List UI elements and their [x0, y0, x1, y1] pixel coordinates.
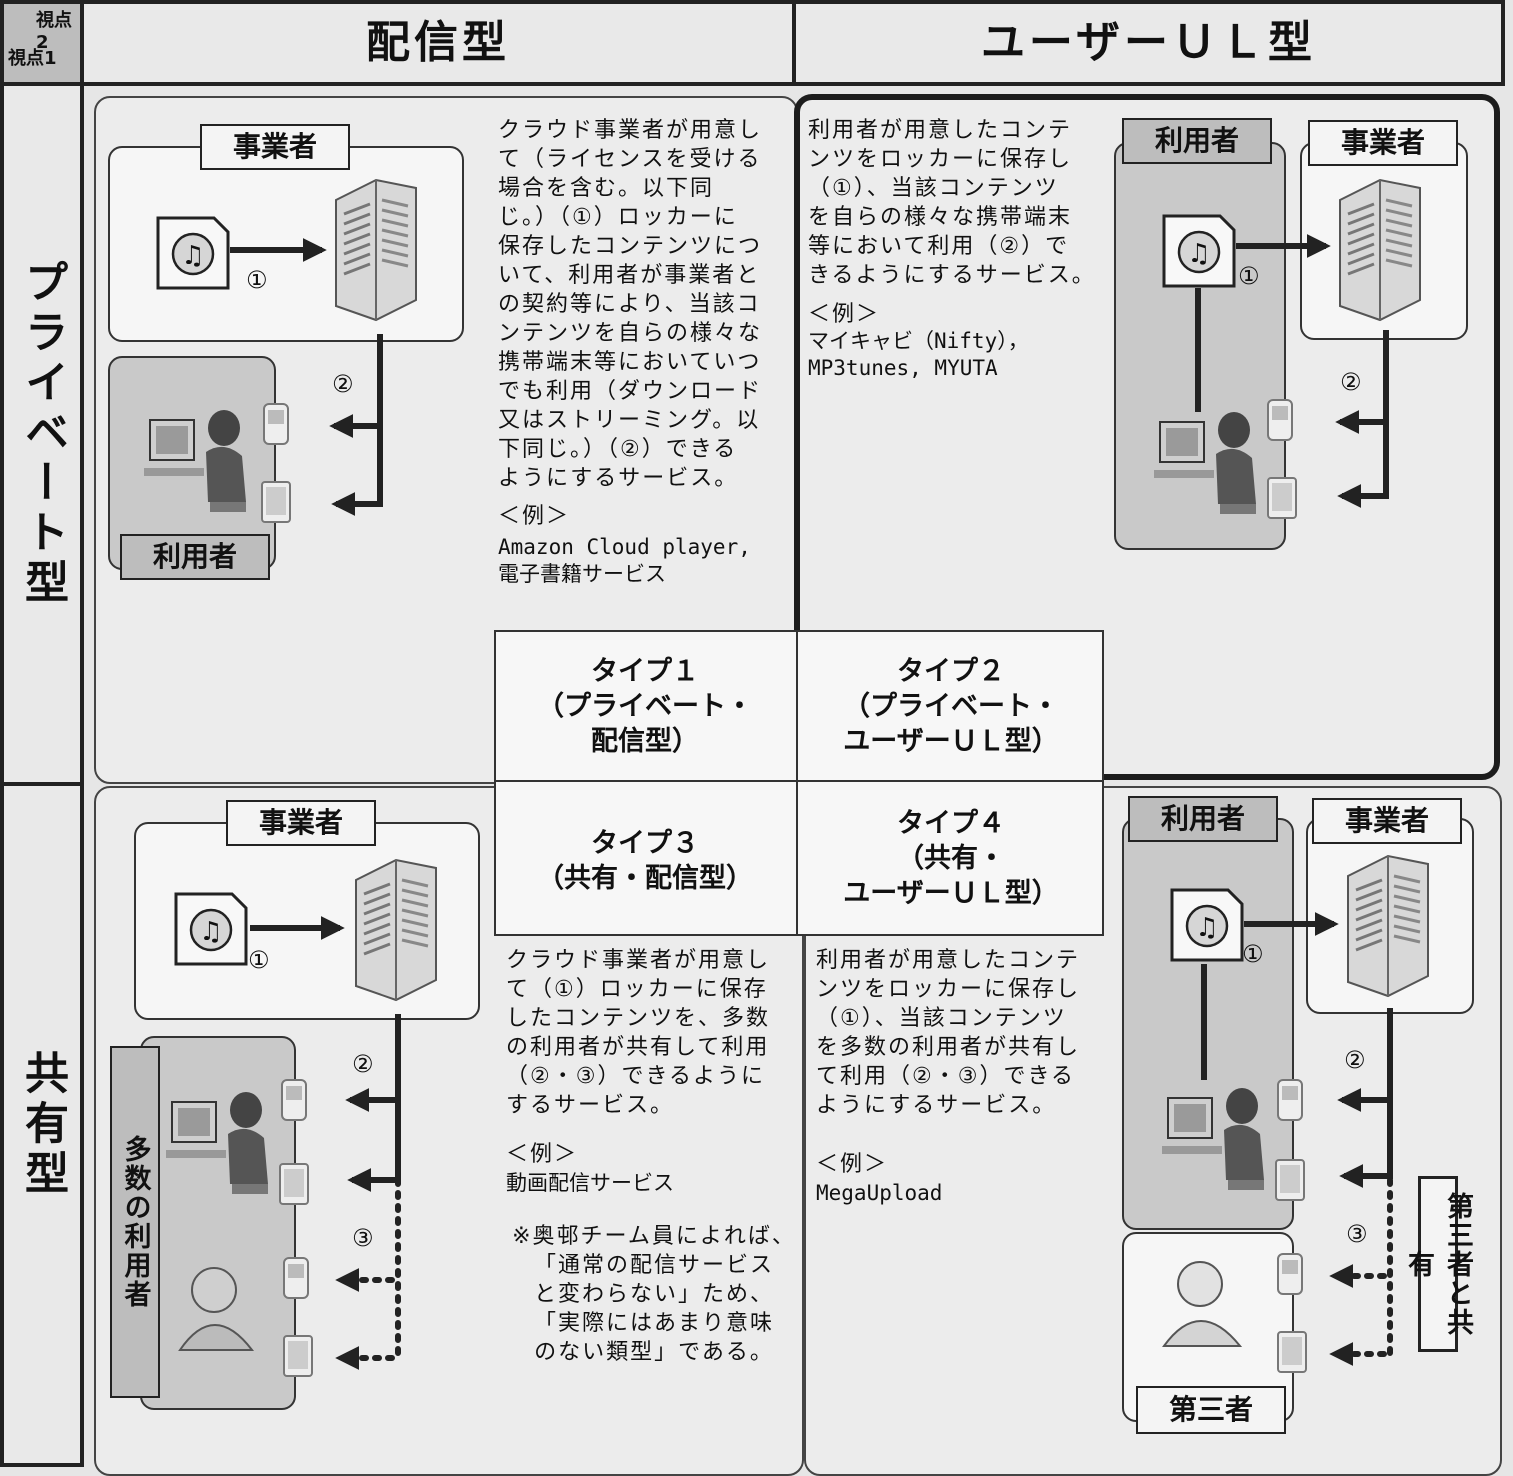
q4-description: 利用者が用意したコンテ ンツをロッカーに保存し （①）、当該コンテンツ を多数の…: [816, 948, 1081, 1118]
q4-example: MegaUpload: [816, 1181, 943, 1205]
type-3-label: タイプ３ （共有・配信型）: [537, 828, 753, 894]
q4-tablet-icon: [1275, 1159, 1305, 1201]
q3-many-users-label: 多数の利用者: [110, 1046, 160, 1398]
q3-server-icon: [354, 858, 438, 1002]
type-1-label: タイプ１ （プライベート・ 配信型）: [537, 656, 753, 757]
q3-user-person-icon: [165, 1091, 269, 1195]
q4-phone-icon: [1277, 1079, 1303, 1121]
q1-marker-1: ①: [246, 266, 268, 294]
row-header-private: プライベート型: [0, 82, 84, 786]
q3-example-label: ＜例＞: [506, 1142, 579, 1167]
q3-tablet-2-icon: [283, 1335, 313, 1377]
type-matrix: [494, 630, 1104, 936]
q1-description: クラウド事業者が用意し て（ライセンスを受ける 場合を含む。以下同 じ。）（①）…: [498, 118, 763, 491]
q4-marker-1: ①: [1242, 940, 1264, 968]
q2-example-label: ＜例＞: [808, 302, 881, 327]
corner-cell: 視点2 視点1: [0, 0, 84, 86]
row-header-shared: 共有型: [0, 782, 84, 1467]
q2-user-label: 利用者: [1122, 118, 1272, 164]
q1-provider-label: 事業者: [200, 124, 350, 170]
q3-marker-1: ①: [248, 946, 270, 974]
q3-provider-label: 事業者: [226, 800, 376, 846]
q2-music-file-icon: [1162, 214, 1236, 288]
type-matrix-vline: [796, 630, 798, 936]
q4-example-label: ＜例＞: [816, 1152, 889, 1177]
q4-provider-label: 事業者: [1312, 798, 1462, 844]
q2-phone-icon: [1267, 399, 1293, 441]
corner-label-bottom: 視点1: [8, 48, 57, 69]
q1-user-person-icon: [143, 409, 247, 513]
q3-marker-3: ③: [352, 1224, 374, 1252]
q4-marker-3: ③: [1346, 1220, 1368, 1248]
q1-example: Amazon Cloud player, 電子書籍サービス: [498, 535, 751, 586]
q4-music-file-icon: [1170, 888, 1244, 962]
q1-marker-2: ②: [332, 370, 354, 398]
q3-phone-2-icon: [283, 1257, 309, 1299]
column-header-delivery: 配信型: [80, 0, 796, 86]
q2-server-icon: [1338, 178, 1422, 322]
type-2-label: タイプ２ （プライベート・ ユーザーＵＬ型）: [843, 656, 1059, 757]
q2-example: マイキャビ（Nifty）， MP3tunes, MYUTA: [808, 329, 1029, 380]
q1-example-label: ＜例＞: [498, 504, 571, 529]
q4-marker-2: ②: [1344, 1046, 1366, 1074]
q3-marker-2: ②: [352, 1050, 374, 1078]
q1-phone-icon: [263, 403, 289, 445]
q1-user-label: 利用者: [120, 534, 270, 580]
q2-description: 利用者が用意したコンテ ンツをロッカーに保存し （①）、当該コンテンツ を自らの…: [808, 118, 1096, 288]
q1-server-icon: [334, 178, 418, 322]
q2-marker-2: ②: [1340, 368, 1362, 396]
q3-phone-icon: [281, 1079, 307, 1121]
q4-phone-2-icon: [1277, 1253, 1303, 1295]
q4-user-label: 利用者: [1128, 796, 1278, 842]
q4-server-icon: [1346, 854, 1430, 998]
q4-third-party-person-icon: [1177, 1261, 1223, 1307]
q3-third-party-person-icon: [191, 1267, 237, 1313]
q3-note: ※奥邨チーム員によれば、 「通常の配信サービス と変わらない」ため、 「実際には…: [512, 1224, 796, 1365]
q4-user-person-icon: [1161, 1087, 1265, 1191]
q3-music-file-icon: [174, 892, 248, 966]
q3-description: クラウド事業者が用意し て（①）ロッカーに保存 したコンテンツを、多数 の利用者…: [506, 948, 771, 1118]
q2-tablet-icon: [1267, 477, 1297, 519]
q4-third-party-label: 第三者: [1136, 1386, 1286, 1434]
q1-tablet-icon: [261, 481, 291, 523]
q2-marker-1: ①: [1238, 262, 1260, 290]
type-4-label: タイプ４ （共有・ ユーザーＵＬ型）: [843, 808, 1059, 909]
corner-label-top: 視点2: [36, 10, 72, 53]
q4-tablet-2-icon: [1277, 1331, 1307, 1373]
q1-music-file-icon: [156, 216, 230, 290]
column-header-user-upload: ユーザーＵＬ型: [792, 0, 1505, 86]
type-matrix-hline: [494, 780, 1104, 782]
q2-user-person-icon: [1153, 411, 1257, 515]
q2-provider-label: 事業者: [1308, 120, 1458, 166]
q3-example: 動画配信サービス: [506, 1171, 674, 1195]
q3-tablet-icon: [279, 1163, 309, 1205]
